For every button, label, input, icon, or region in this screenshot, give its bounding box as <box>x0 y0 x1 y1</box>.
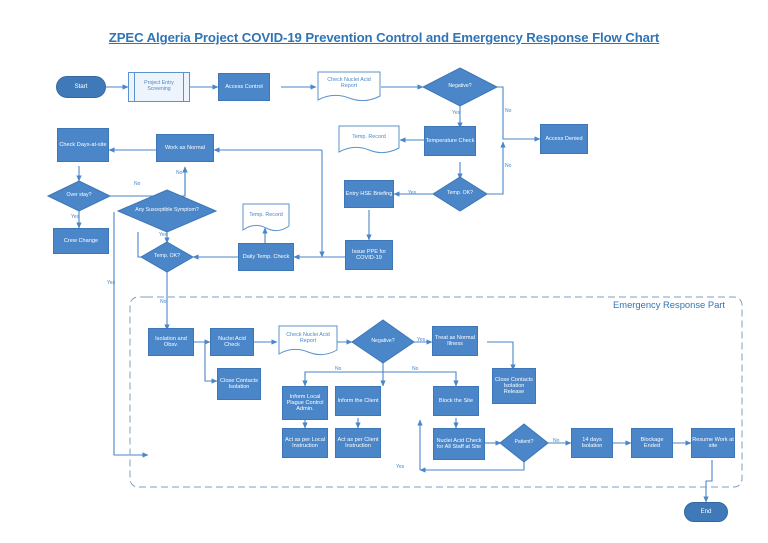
node-label: Any Susceptible Symptom? <box>135 207 199 214</box>
edge-label-susceptible-yes: Yes <box>159 232 168 238</box>
node-act-as-per-local-instruction[interactable]: Act as per Local Instruction <box>282 428 328 458</box>
edge-label-tempok1-yes: Yes <box>408 190 417 196</box>
node-temp-ok-2[interactable]: Temp. OK? <box>141 242 193 272</box>
node-check-nuclei-acid-report-2[interactable]: Check Nuclei Acid Report <box>279 326 337 352</box>
node-act-as-per-client-instruction[interactable]: Act as per Client Instruction <box>335 428 381 458</box>
node-blockage-ended[interactable]: Blockage Ended <box>631 428 673 458</box>
decision-shape-susceptible <box>116 189 218 233</box>
decision-shape-over-stay <box>46 180 112 212</box>
edge-label-negative2-yes: Yes <box>417 337 426 343</box>
decision-shape-temp-ok-2 <box>139 241 195 273</box>
node-label: Over stay? <box>66 192 92 199</box>
edge-label-patient-yes: Yes <box>396 464 405 470</box>
node-treat-as-normal-illness[interactable]: Treat as Normal Illness <box>432 326 478 356</box>
node-negative-1[interactable]: Negative? <box>423 68 497 106</box>
node-check-days-at-site[interactable]: Check Days-at-site <box>57 128 109 162</box>
edge-label-tempok2-no: No <box>160 299 167 305</box>
node-work-as-normal[interactable]: Work as Normal <box>156 134 214 162</box>
node-access-denied[interactable]: Access Denied <box>540 124 588 154</box>
node-over-stay[interactable]: Over stay? <box>48 181 110 211</box>
edge-label-negative1-yes: Yes <box>452 110 461 116</box>
node-label: Project Entry Screening <box>144 80 174 92</box>
node-inform-the-client[interactable]: Inform the Client <box>335 386 381 416</box>
node-label: Check Nuclei Acid Report <box>327 77 371 89</box>
node-label: Negative? <box>371 338 395 345</box>
edge-label-negative2-no-right: No <box>412 366 419 372</box>
node-crew-change[interactable]: Crew Change <box>53 228 109 254</box>
document-shape-check-report-2 <box>278 325 338 356</box>
node-access-control[interactable]: Access Control <box>218 73 270 101</box>
node-temp-record-1[interactable]: Temp. Record <box>339 126 399 150</box>
edge-label-patient-no: No <box>553 438 560 444</box>
emergency-response-group-label: Emergency Response Part <box>613 299 726 310</box>
edge-label-tempok1-no: No <box>505 163 512 169</box>
node-temp-record-2[interactable]: Temp. Record <box>243 204 289 228</box>
node-block-the-site[interactable]: Block the Site <box>433 386 479 416</box>
node-entry-hse-briefing[interactable]: Entry HSE Briefing <box>344 180 394 208</box>
decision-shape-patient <box>499 423 549 463</box>
node-daily-temp-check[interactable]: Daily Temp. Check <box>238 243 294 271</box>
edge-label-overstay-yes: Yes <box>71 214 80 220</box>
node-end[interactable]: End <box>684 502 728 522</box>
node-close-contacts-isolation-release[interactable]: Close Contacts Isolation Release <box>492 368 536 404</box>
node-check-nuclei-acid-report-1[interactable]: Check Nuclei Acid Report <box>318 70 380 98</box>
edge-label-negative2-no-left: No <box>335 366 342 372</box>
node-label: Check Nuclei Acid Report <box>286 332 330 344</box>
node-patient[interactable]: Patient? <box>500 424 548 462</box>
node-label: Negative? <box>448 83 472 90</box>
node-14-days-isolation[interactable]: 14 days Isolation <box>571 428 613 458</box>
predefined-left-bar <box>134 73 135 101</box>
node-any-susceptible-symptom[interactable]: Any Susceptible Symptom? <box>118 190 216 232</box>
node-start[interactable]: Start <box>56 76 106 98</box>
decision-shape-negative-1 <box>421 67 499 107</box>
node-negative-2[interactable]: Negative? <box>352 320 414 364</box>
node-inform-local-plague-control-admin[interactable]: Inform Local Plague Control Admin. <box>282 386 328 420</box>
predefined-right-bar <box>183 73 184 101</box>
decision-shape-negative-2 <box>351 319 415 364</box>
document-shape-temp-record-2 <box>242 203 290 232</box>
node-label: Temp. Record <box>352 134 386 141</box>
node-temperature-check[interactable]: Temperature Check <box>424 126 476 156</box>
edge-label-susceptible-no: No <box>176 170 183 176</box>
edge-label-negative1-no: No <box>505 108 512 114</box>
node-resume-work-at-site[interactable]: Resume Work at site <box>691 428 735 458</box>
node-close-contacts-isolation[interactable]: Close Contacts Isolation <box>217 368 261 400</box>
node-label: Patient? <box>514 439 534 446</box>
node-label: Temp. Record <box>249 212 283 219</box>
decision-shape-temp-ok-1 <box>432 176 488 212</box>
node-project-entry-screening[interactable]: Project Entry Screening <box>128 72 190 102</box>
node-nuclei-acid-check[interactable]: Nuclei Acid Check <box>210 328 254 356</box>
page-title: ZPEC Algeria Project COVID-19 Prevention… <box>108 30 660 45</box>
document-shape-check-report-1 <box>317 71 381 102</box>
node-isolation-and-obsv[interactable]: Isolation and Obsv. <box>148 328 194 356</box>
node-label: Temp. OK? <box>154 253 180 260</box>
node-nuclei-acid-check-all-staff[interactable]: Nuclei Acid Check for All Staff at Site <box>433 428 485 460</box>
node-temp-ok-1[interactable]: Temp. OK? <box>433 177 487 211</box>
edge-label-overstay-no: No <box>134 181 141 187</box>
node-issue-ppe[interactable]: Issue PPE for COVID-19 <box>345 240 393 270</box>
node-label: Temp. OK? <box>447 190 473 197</box>
edge-label-tempok2-yes: Yes <box>107 280 116 286</box>
document-shape-temp-record-1 <box>338 125 400 154</box>
